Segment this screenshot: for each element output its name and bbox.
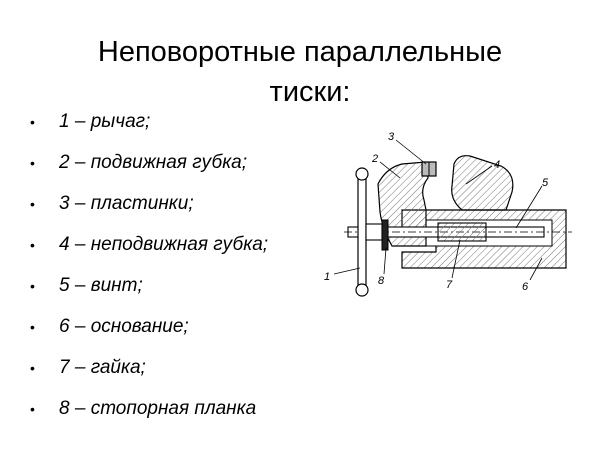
vise-drawing-svg: 3 2 4 5 6 7 8 1 bbox=[324, 131, 572, 297]
bullet: • bbox=[30, 401, 35, 417]
list-item: • 8 – стопорная планка bbox=[30, 398, 330, 439]
bullet: • bbox=[30, 237, 35, 253]
lever-boss bbox=[365, 223, 383, 241]
title-line-2: тиски: bbox=[269, 76, 351, 108]
list-item: • 7 – гайка; bbox=[30, 357, 330, 398]
list-item-text: 7 – гайка; bbox=[59, 357, 146, 378]
list-item: • 1 – рычаг; bbox=[30, 111, 330, 152]
vise-lever bbox=[357, 173, 367, 291]
callout-label-5: 5 bbox=[542, 177, 549, 189]
leader-line-7 bbox=[451, 239, 461, 279]
list-item: • 4 – неподвижная губка; bbox=[30, 234, 330, 275]
leader-line-8 bbox=[383, 247, 387, 275]
slide-title: Неповоротные параллельные тиски: bbox=[40, 32, 560, 112]
stop-plate bbox=[381, 219, 389, 251]
vise-drawing: 3 2 4 5 6 7 8 1 bbox=[316, 128, 586, 303]
leader-line-4 bbox=[465, 165, 493, 185]
callout-label-7: 7 bbox=[446, 279, 453, 291]
leader-line-3 bbox=[395, 139, 427, 165]
callout-label-3: 3 bbox=[388, 131, 395, 143]
lever-knob-top bbox=[355, 167, 369, 181]
callout-label-4: 4 bbox=[494, 159, 500, 171]
list-item: • 6 – основание; bbox=[30, 316, 330, 357]
list-item: • 3 – пластинки; bbox=[30, 193, 330, 234]
vise-nut bbox=[437, 222, 487, 242]
list-item-text: 6 – основание; bbox=[59, 316, 189, 337]
title-line-1: Неповоротные параллельные bbox=[97, 36, 503, 68]
callout-label-6: 6 bbox=[522, 281, 529, 293]
callout-label-2: 2 bbox=[371, 153, 378, 165]
list-item-text: 4 – неподвижная губка; bbox=[59, 234, 269, 255]
leader-line-5 bbox=[515, 185, 543, 229]
fixed-jaw bbox=[451, 155, 514, 211]
list-item-text: 2 – подвижная губка; bbox=[59, 152, 248, 173]
leader-line-6 bbox=[529, 257, 543, 281]
bullet: • bbox=[30, 360, 35, 376]
leader-line-1 bbox=[333, 267, 361, 275]
list-item-text: 1 – рычаг; bbox=[59, 111, 151, 132]
bullet: • bbox=[30, 155, 35, 171]
lever-knob-bottom bbox=[355, 283, 369, 297]
list-item-text: 8 – стопорная планка bbox=[59, 398, 257, 419]
parts-list: • 1 – рычаг; • 2 – подвижная губка; • 3 – п… bbox=[30, 111, 330, 439]
bullet: • bbox=[30, 114, 35, 130]
bullet: • bbox=[30, 319, 35, 335]
list-item: • 5 – винт; bbox=[30, 275, 330, 316]
callout-label-1: 1 bbox=[324, 271, 330, 283]
callout-label-8: 8 bbox=[378, 275, 385, 287]
leader-line-2 bbox=[379, 161, 401, 179]
bullet: • bbox=[30, 278, 35, 294]
list-item-text: 5 – винт; bbox=[59, 275, 143, 296]
list-item-text: 3 – пластинки; bbox=[59, 193, 194, 214]
bullet: • bbox=[30, 196, 35, 212]
list-item: • 2 – подвижная губка; bbox=[30, 152, 330, 193]
